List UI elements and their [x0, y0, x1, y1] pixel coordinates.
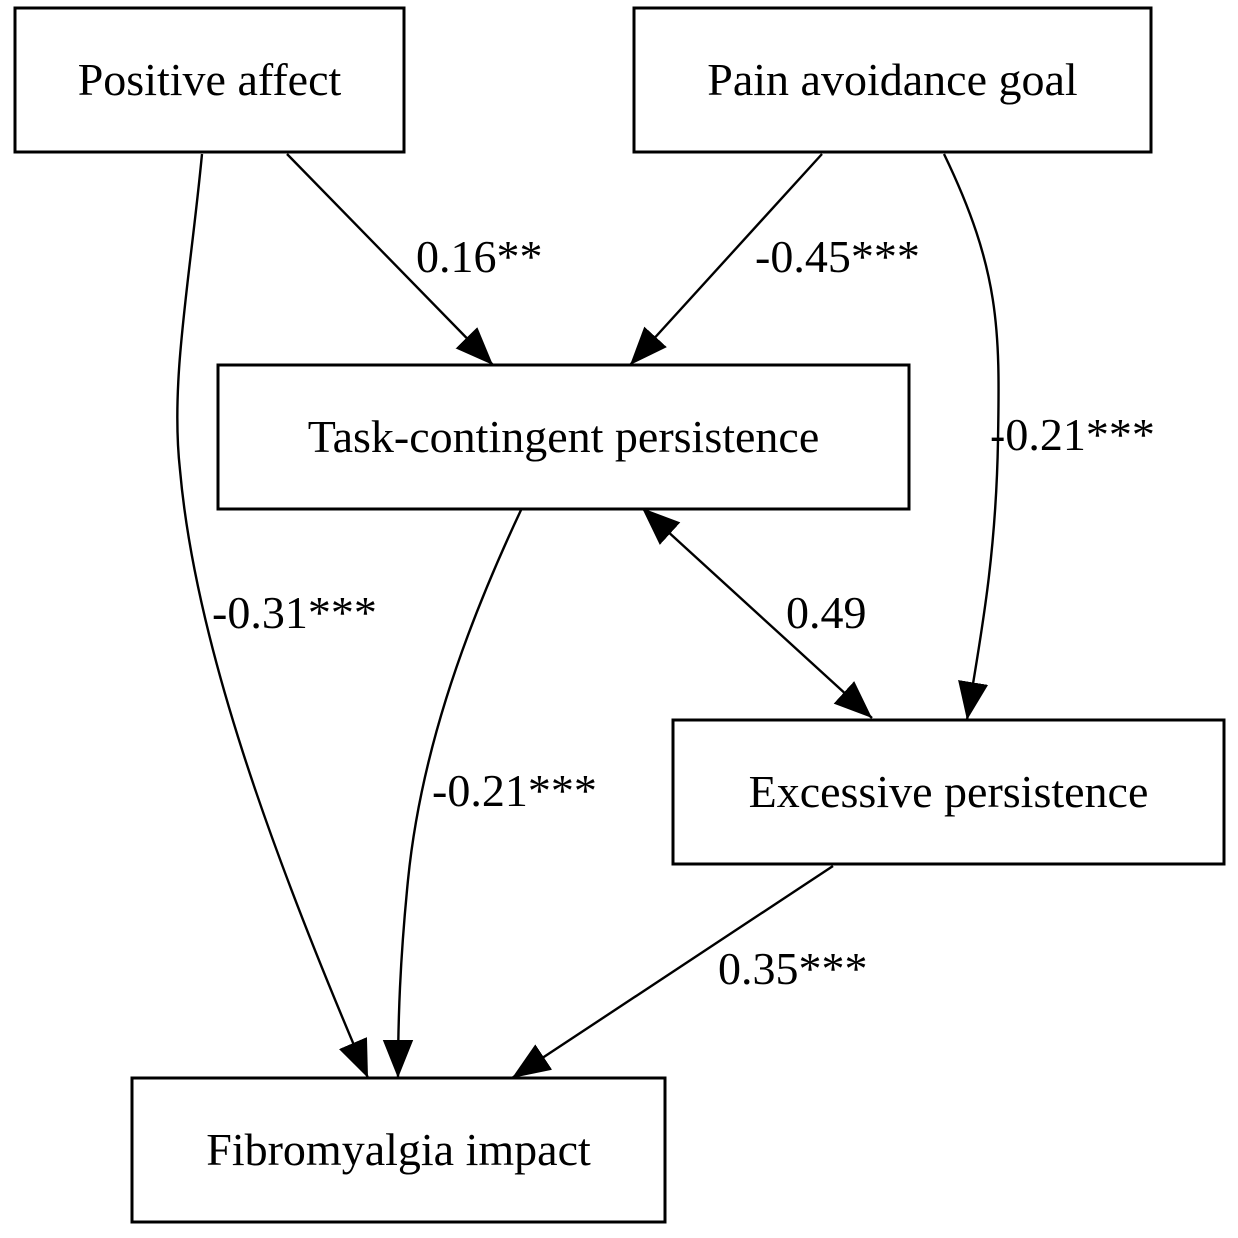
- edge-label-positive-to-fibro: -0.31***: [212, 587, 377, 638]
- edge-pain-to-excessive: [942, 153, 1000, 721]
- edge-label-task-excessive-correlation: 0.49: [786, 587, 867, 638]
- edge-excessive-to-fibro: [511, 864, 834, 1080]
- node-task-contingent-persistence-label: Task-contingent persistence: [308, 411, 820, 462]
- edge-label-pain-to-task: -0.45***: [755, 231, 920, 282]
- node-pain-avoidance-goal-label: Pain avoidance goal: [707, 54, 1077, 105]
- node-positive-affect-label: Positive affect: [78, 54, 342, 105]
- node-fibromyalgia-impact: Fibromyalgia impact: [130, 1076, 667, 1224]
- edge-task-excessive-correlation: [641, 507, 873, 719]
- node-positive-affect: Positive affect: [13, 6, 406, 154]
- edge-positive-to-task: [286, 153, 494, 366]
- node-excessive-persistence: Excessive persistence: [671, 718, 1226, 866]
- edge-label-pain-to-excessive: -0.21***: [990, 409, 1155, 460]
- edge-label-excessive-to-fibro: 0.35***: [718, 943, 868, 994]
- edge-label-positive-to-task: 0.16**: [416, 231, 543, 282]
- node-pain-avoidance-goal: Pain avoidance goal: [632, 6, 1153, 154]
- edge-task-to-fibro: [382, 509, 523, 1079]
- edge-pain-to-task: [629, 153, 823, 366]
- edge-label-task-to-fibro: -0.21***: [432, 765, 597, 816]
- node-task-contingent-persistence: Task-contingent persistence: [216, 363, 911, 511]
- node-fibromyalgia-impact-label: Fibromyalgia impact: [206, 1124, 591, 1175]
- node-excessive-persistence-label: Excessive persistence: [749, 766, 1149, 817]
- edge-positive-to-fibro: [176, 153, 370, 1079]
